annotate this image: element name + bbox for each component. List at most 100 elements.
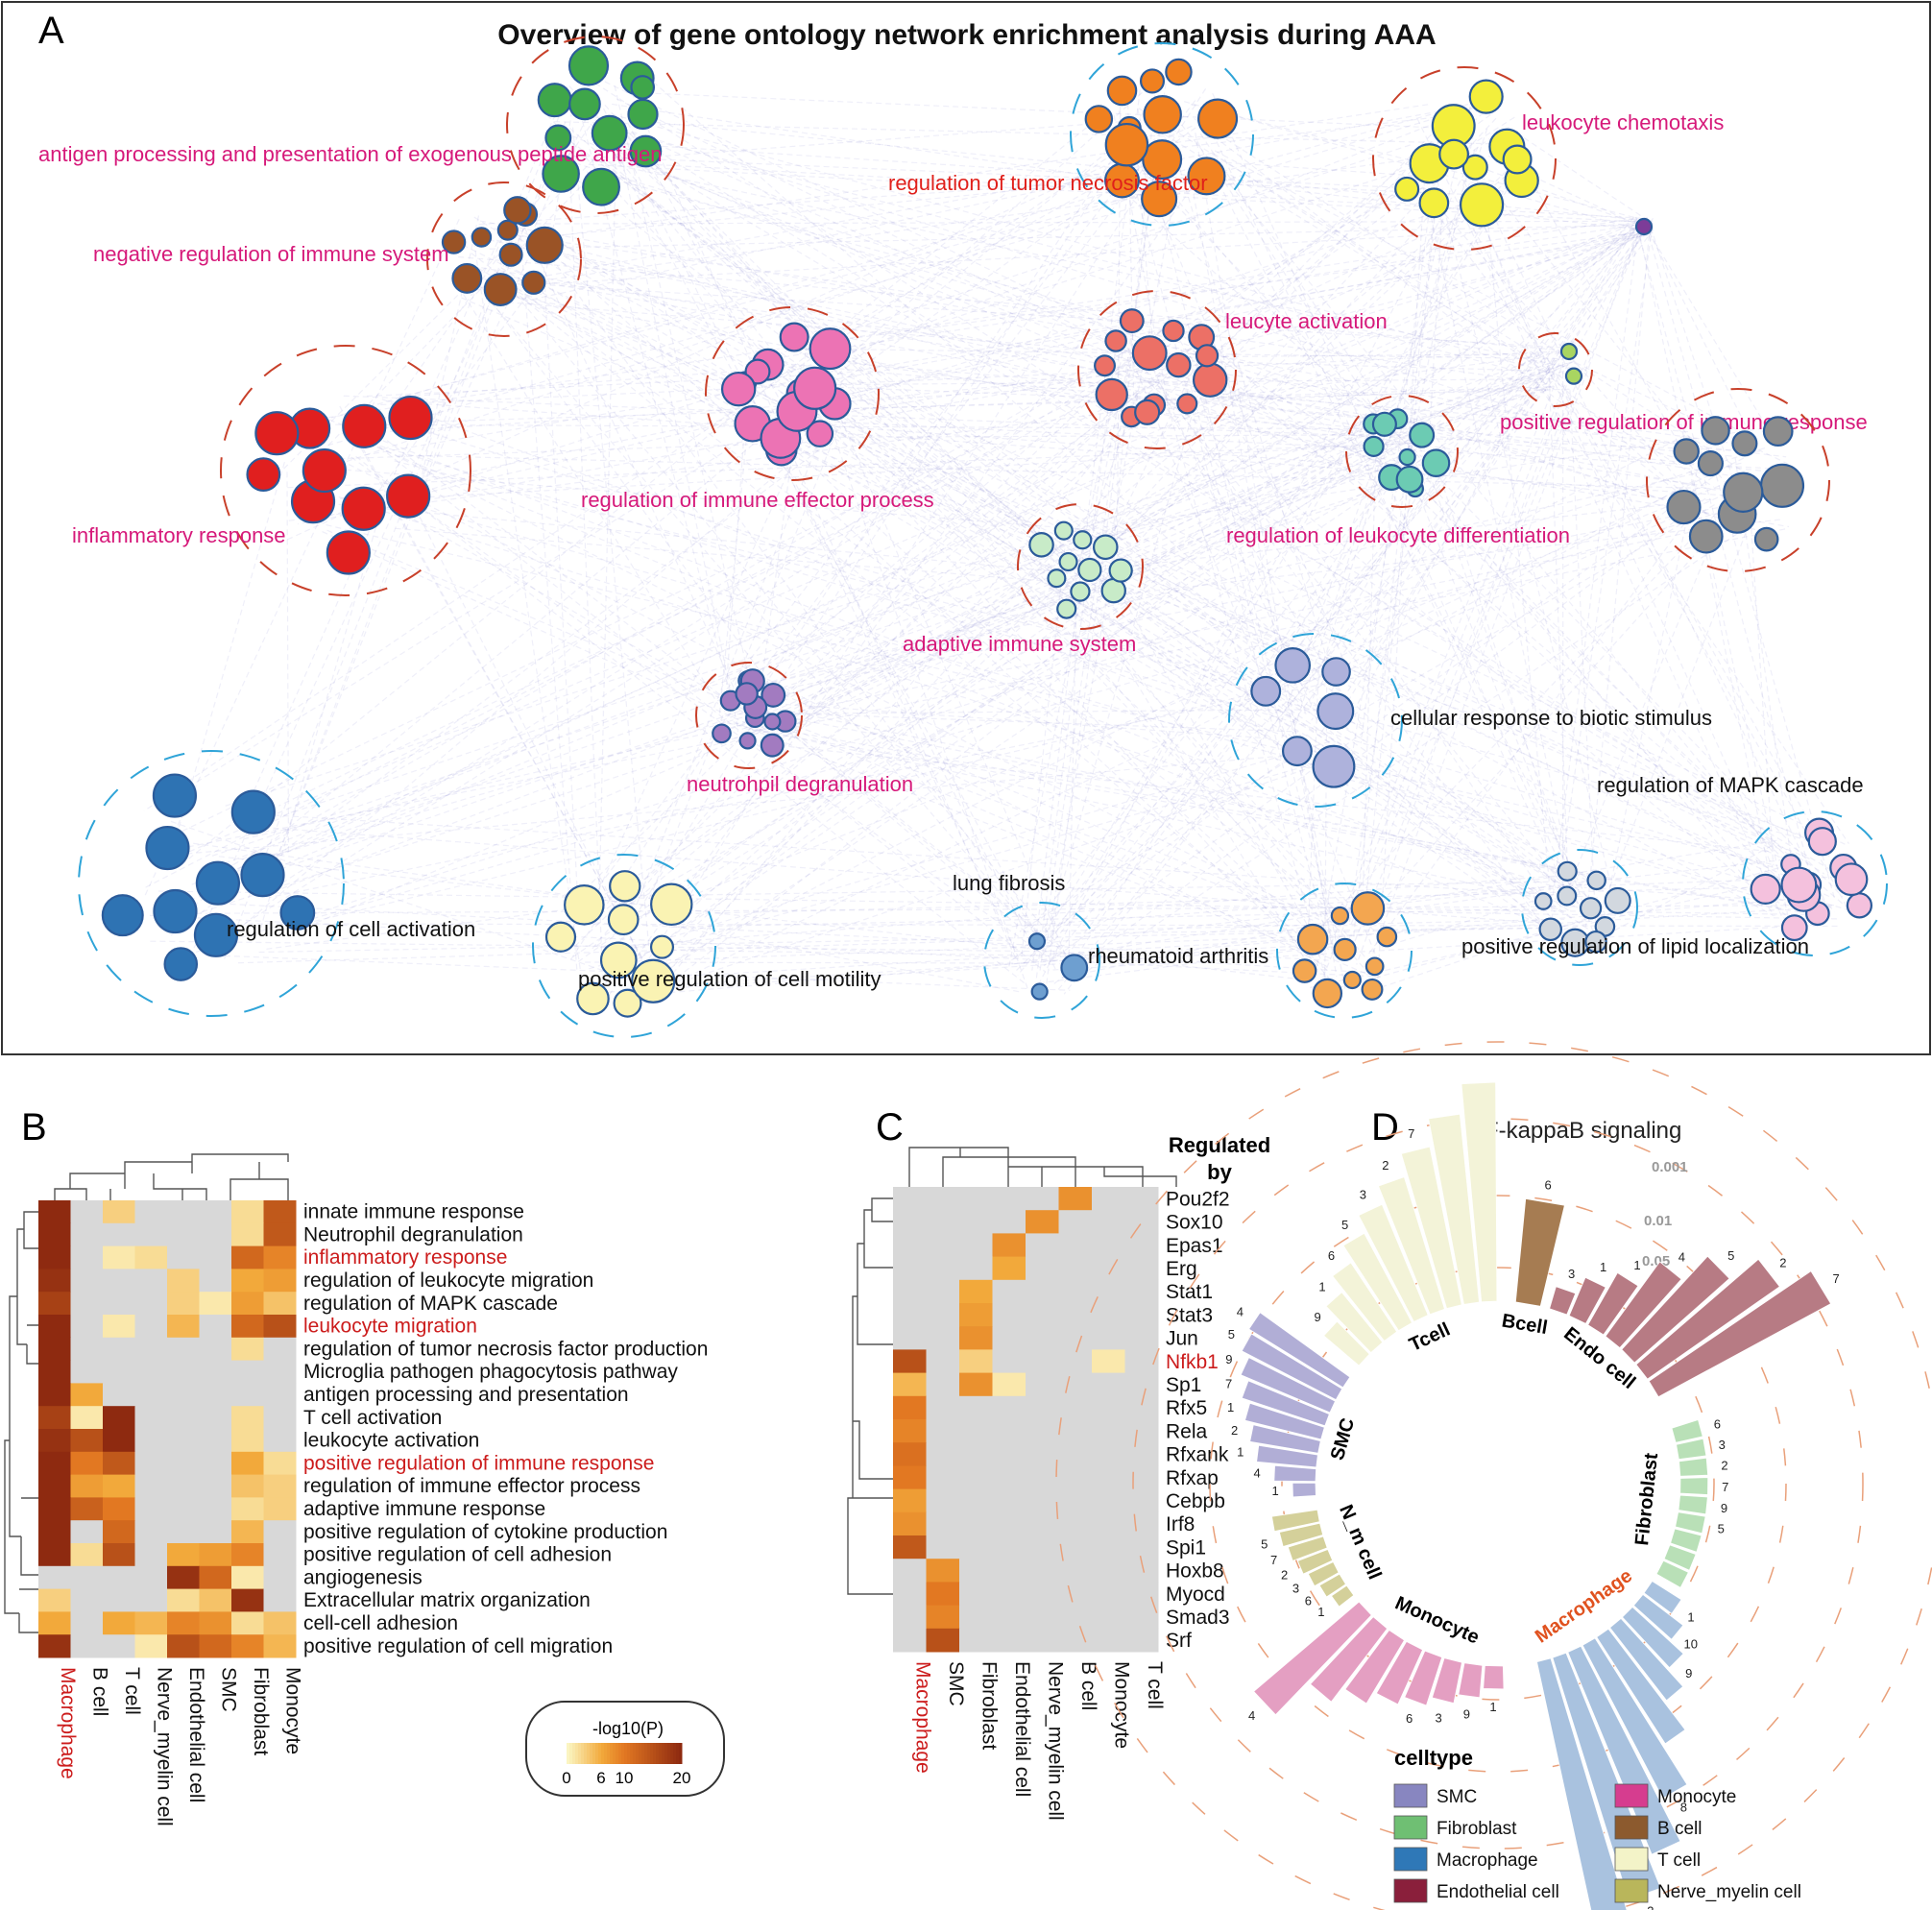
- heatmap-cell: [1092, 1582, 1125, 1607]
- network-node: [1296, 923, 1329, 955]
- network-edge: [235, 811, 1598, 899]
- heatmap-cell: [103, 1588, 135, 1612]
- network-edge: [781, 352, 1575, 893]
- network-edge: [290, 499, 1100, 577]
- network-node: [1165, 58, 1193, 86]
- network-edge: [394, 460, 1290, 692]
- network-edge: [273, 827, 1548, 925]
- network-edge: [1043, 183, 1509, 938]
- bar-gene-count: 1: [1633, 1258, 1640, 1272]
- network-edge: [771, 221, 1654, 360]
- row-label: Stat3: [1166, 1304, 1213, 1326]
- heatmap-cell: [1026, 1395, 1059, 1420]
- row-label: regulation of MAPK cascade: [303, 1293, 558, 1315]
- pathway-bar: [1458, 1662, 1484, 1699]
- network-edge: [809, 396, 1307, 714]
- heatmap-cell: [103, 1292, 135, 1316]
- row-label: Srf: [1166, 1630, 1192, 1652]
- heatmap-cell: [199, 1588, 232, 1612]
- network-edge: [727, 135, 1494, 694]
- network-edge: [775, 594, 1064, 737]
- heatmap-cell: [134, 1520, 168, 1544]
- network-edge: [1416, 188, 1555, 368]
- panel-c-heatmap: [893, 1187, 1159, 1653]
- legend-gradient-step: [598, 1743, 602, 1764]
- legend-gradient-step: [630, 1743, 634, 1764]
- network-edge: [324, 106, 1476, 447]
- network-edge: [475, 274, 1605, 888]
- network-edge: [1275, 758, 1811, 912]
- heatmap-cell: [959, 1488, 993, 1513]
- network-edge: [412, 386, 1553, 423]
- network-node: [1195, 344, 1220, 368]
- heatmap-cell: [893, 1605, 927, 1630]
- network-edge: [826, 363, 1111, 589]
- network-node: [386, 473, 431, 519]
- heatmap-cell: [134, 1337, 168, 1362]
- heatmap-cell: [38, 1315, 71, 1339]
- heatmap-cell: [231, 1474, 264, 1498]
- heatmap-cell: [926, 1535, 960, 1559]
- network-edge: [779, 360, 1575, 740]
- heatmap-cell: [231, 1383, 264, 1407]
- network-cluster: adaptive immune system: [903, 503, 1144, 656]
- network-edge: [1314, 476, 1399, 980]
- legend-swatch: [1393, 1847, 1428, 1872]
- legend-gradient-step: [644, 1743, 648, 1764]
- heatmap-cell: [38, 1245, 71, 1269]
- pathway-bar: [1342, 1232, 1413, 1332]
- network-node: [1559, 342, 1579, 361]
- heatmap-cell: [263, 1451, 297, 1476]
- network-edge: [744, 588, 1111, 691]
- heatmap-cell: [959, 1279, 993, 1304]
- legend-label: T cell: [1657, 1850, 1701, 1871]
- heatmap-cell: [263, 1406, 297, 1430]
- network-cluster: [1634, 217, 1654, 236]
- heatmap-cell: [893, 1279, 927, 1304]
- network-edge: [249, 923, 1838, 928]
- network-edge: [812, 375, 1029, 992]
- network-edge: [181, 109, 1110, 866]
- network-edge: [163, 216, 1648, 863]
- row-label: Sox10: [1166, 1212, 1223, 1234]
- network-edge: [1747, 471, 1775, 866]
- network-node: [1141, 181, 1178, 218]
- column-label: SMC: [217, 1667, 239, 1712]
- network-node: [1673, 438, 1700, 465]
- network-edge: [613, 123, 1093, 599]
- heatmap-cell: [199, 1222, 232, 1247]
- column-label: Macrophage: [57, 1667, 79, 1779]
- network-edge: [790, 363, 1400, 422]
- network-edge: [1070, 527, 1746, 983]
- network-edge: [1022, 839, 1777, 964]
- network-node: [1534, 892, 1553, 910]
- network-edge: [1595, 845, 1773, 942]
- network-edge: [609, 723, 754, 959]
- network-edge: [395, 527, 1097, 586]
- network-node: [1292, 958, 1317, 983]
- heatmap-cell: [134, 1634, 168, 1658]
- cluster-boundary: [1646, 388, 1830, 572]
- heatmap-cell: [231, 1337, 264, 1362]
- heatmap-cell: [167, 1292, 200, 1316]
- legend-gradient-step: [601, 1743, 605, 1764]
- heatmap-cell: [1058, 1419, 1093, 1443]
- heatmap-cell: [1026, 1326, 1059, 1350]
- network-node: [809, 327, 852, 371]
- heatmap-cell: [103, 1429, 135, 1453]
- dendrogram-branch: [908, 1147, 1177, 1187]
- heatmap-cell: [134, 1360, 168, 1384]
- network-edge: [500, 267, 1268, 730]
- heatmap-cell: [263, 1520, 297, 1544]
- heatmap-cell: [926, 1279, 960, 1304]
- legend-gradient-step: [587, 1743, 591, 1764]
- heatmap-cell: [103, 1315, 135, 1339]
- celltype-group-label: Fibroblast: [1631, 1452, 1662, 1547]
- network-edge: [677, 589, 1055, 922]
- network-node: [544, 124, 572, 152]
- legend-gradient-step: [613, 1743, 616, 1764]
- pathway-bar: [1648, 1270, 1832, 1398]
- heatmap-cell: [926, 1233, 960, 1258]
